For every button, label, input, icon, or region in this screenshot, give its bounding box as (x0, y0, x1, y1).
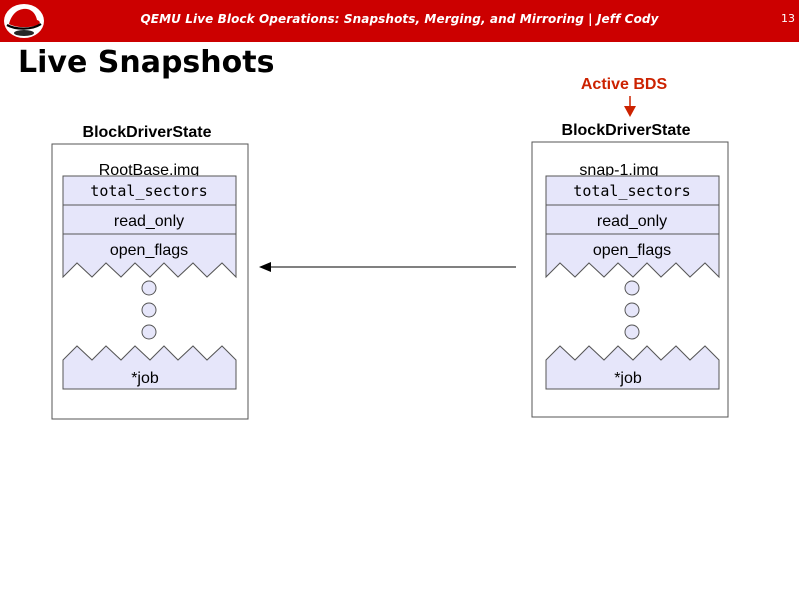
page-number: 13 (781, 12, 795, 25)
left-bds-fields-box (62, 175, 237, 279)
left-ellipsis-dot (141, 280, 157, 296)
right-field-read-only: read_only (597, 213, 667, 230)
left-bds-image-name: RootBase.img (99, 162, 200, 179)
left-bds: BlockDriverState RootBase.img total_sect… (51, 124, 249, 420)
redhat-logo-icon (4, 4, 44, 38)
active-pointer-arrowhead (624, 106, 636, 117)
right-ellipsis-dot (624, 324, 640, 340)
left-field-read-only: read_only (114, 213, 184, 230)
right-bds: BlockDriverState snap-1.img total_sector… (531, 122, 729, 418)
right-field-open-flags: open_flags (593, 242, 671, 259)
slide-title: Live Snapshots (18, 45, 275, 80)
right-bds-image-name: snap-1.img (579, 162, 658, 179)
slide-header: QEMU Live Block Operations: Snapshots, M… (0, 0, 799, 42)
right-bds-heading: BlockDriverState (562, 122, 691, 139)
left-field-open-flags: open_flags (110, 242, 188, 259)
presentation-title: QEMU Live Block Operations: Snapshots, M… (140, 12, 659, 26)
left-ellipsis-dot (141, 302, 157, 318)
right-ellipsis-dot (624, 280, 640, 296)
left-field-job: *job (131, 370, 159, 387)
left-bds-heading: BlockDriverState (83, 124, 212, 141)
right-bds-fields-box (545, 175, 720, 279)
left-field-total-sectors: total_sectors (90, 182, 207, 200)
right-field-job: *job (614, 370, 642, 387)
left-ellipsis-dot (141, 324, 157, 340)
right-ellipsis-dot (624, 302, 640, 318)
active-bds-label: Active BDS (581, 76, 668, 93)
right-bds-job-box (545, 345, 720, 390)
left-bds-job-box (62, 345, 237, 390)
right-field-total-sectors: total_sectors (573, 182, 690, 200)
